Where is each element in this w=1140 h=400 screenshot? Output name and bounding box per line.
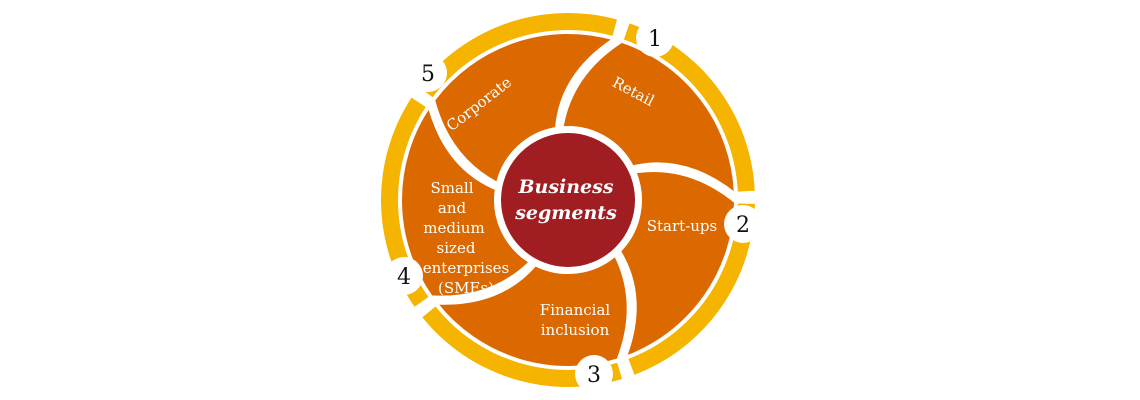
segment-number-3: 3 [587, 363, 601, 388]
number-bubble-2: 2 [724, 205, 762, 243]
center-title-line1: Business [517, 176, 613, 198]
outer-ring-arc-4 [381, 97, 429, 307]
segment-number-4: 4 [397, 265, 411, 290]
segment-label-smes-line4: sized [437, 239, 476, 257]
segment-label-start-ups: Start-ups [647, 217, 717, 235]
segment-label-financial-inclusion-line2: inclusion [541, 321, 610, 339]
segment-wheel [400, 32, 736, 368]
segment-number-2: 2 [736, 213, 750, 238]
segment-number-1: 1 [648, 27, 662, 52]
segment-label-smes-line2: and [438, 199, 467, 217]
number-bubble-4: 4 [385, 257, 423, 295]
number-bubble-1: 1 [636, 19, 674, 57]
segment-label-financial-inclusion-line1: Financial [540, 301, 611, 319]
number-bubble-5: 5 [409, 54, 447, 92]
segment-label-smes-line5: enterprises [423, 259, 509, 277]
segment-label-smes-line6: (SMEs) [438, 279, 494, 297]
outer-ring-arc-5 [419, 13, 617, 98]
segment-number-5: 5 [421, 62, 435, 87]
center-circle [495, 127, 641, 273]
number-bubble-3: 3 [575, 355, 613, 393]
segment-label-smes-line3: medium [423, 219, 484, 237]
center-title-line2: segments [514, 202, 617, 224]
segment-label-smes-line1: Small [430, 179, 473, 197]
